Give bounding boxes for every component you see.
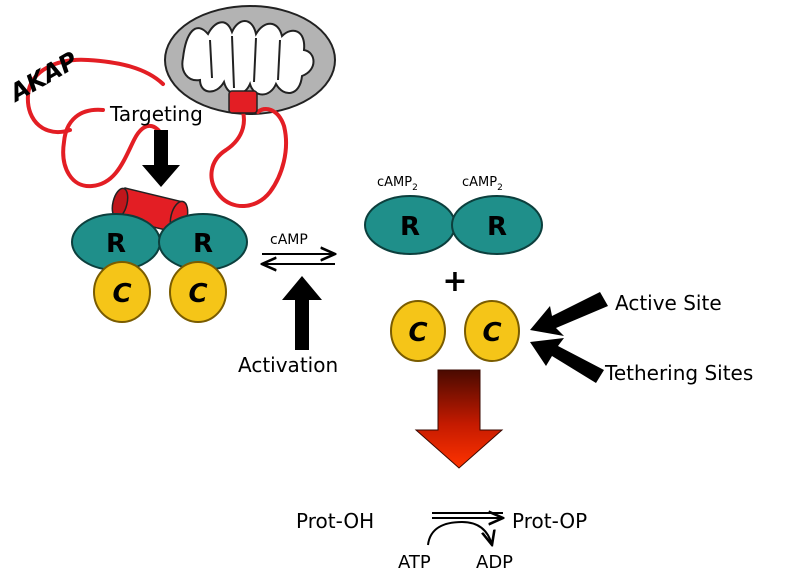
activation-arrow xyxy=(282,276,322,350)
catalytic-letter: C xyxy=(188,279,207,309)
equilibrium-arrows: cAMP xyxy=(262,232,335,264)
free-regulatory-subunit-right: R xyxy=(451,195,543,255)
adp-label: ADP xyxy=(476,552,513,573)
active-site-label: Active Site xyxy=(615,291,722,315)
plus-sign: + xyxy=(442,264,467,299)
catalytic-letter: C xyxy=(112,279,131,309)
tethering-sites-arrow xyxy=(530,338,604,383)
akap-protein xyxy=(25,57,289,209)
akap-label: AKAP xyxy=(3,46,83,108)
catalytic-letter: C xyxy=(408,318,427,348)
mitochondrial-anchor xyxy=(228,90,258,114)
catalytic-subunit-right: C xyxy=(169,261,227,323)
targeting-label: Targeting xyxy=(109,102,203,126)
camp2-label-right: cAMP2 xyxy=(462,175,503,193)
atp-label: ATP xyxy=(398,552,431,573)
regulatory-subunit-left: R xyxy=(71,213,161,271)
targeting-arrow xyxy=(142,130,180,187)
substrate-label: Prot-OH xyxy=(296,509,374,533)
product-label: Prot-OP xyxy=(512,509,587,533)
regulatory-letter: R xyxy=(106,229,126,259)
reaction-arrow xyxy=(427,513,503,545)
camp2-label-left: cAMP2 xyxy=(377,175,418,193)
catalytic-letter: C xyxy=(482,318,501,348)
phosphorylation-arrow xyxy=(414,369,504,469)
regulatory-letter: R xyxy=(400,212,420,242)
activation-label: Activation xyxy=(238,353,338,377)
active-site-arrow xyxy=(530,292,608,336)
camp-arrow-label: cAMP xyxy=(270,232,308,248)
regulatory-letter: R xyxy=(193,229,213,259)
regulatory-letter: R xyxy=(487,212,507,242)
free-regulatory-subunit-left: R xyxy=(364,195,456,255)
free-catalytic-subunit-right: C xyxy=(464,300,520,362)
tethering-sites-label: Tethering Sites xyxy=(604,361,753,385)
free-catalytic-subunit-left: C xyxy=(390,300,446,362)
mitochondrion-icon xyxy=(164,5,336,115)
catalytic-subunit-left: C xyxy=(93,261,151,323)
